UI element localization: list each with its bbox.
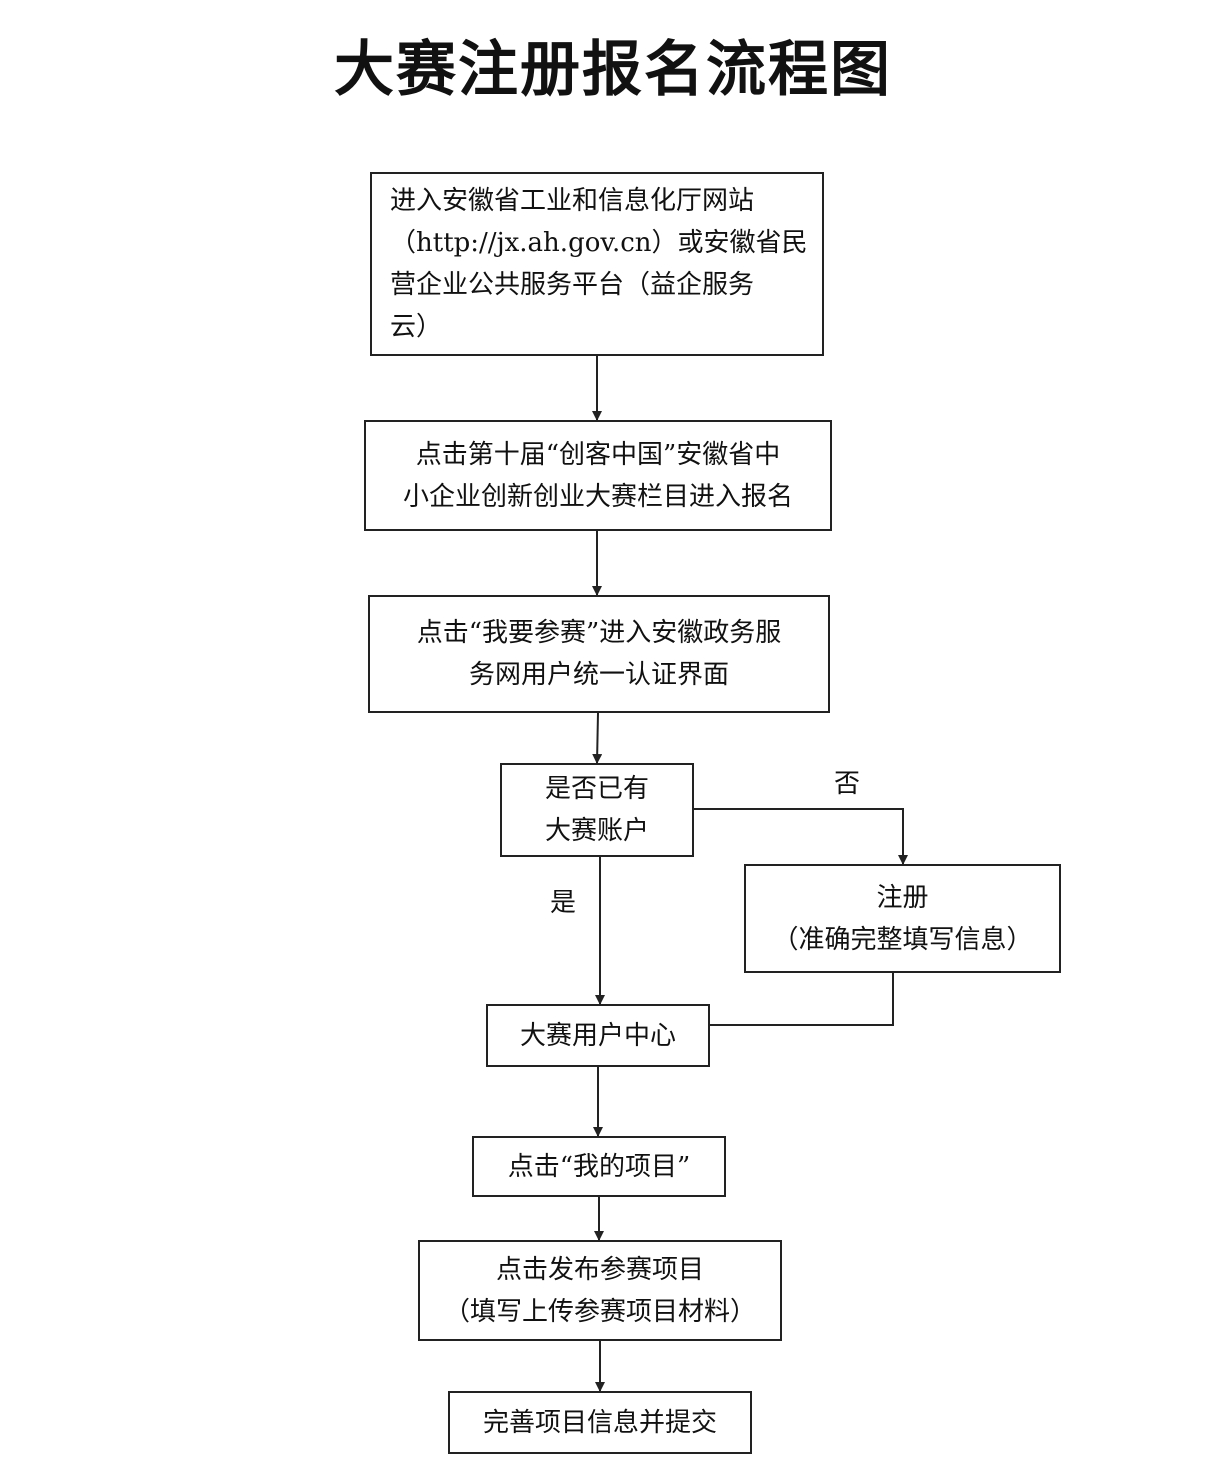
register-box: 注册 （准确完整填写信息） xyxy=(744,864,1061,973)
step2-line-2: 小企业创新创业大赛栏目进入报名 xyxy=(402,481,793,512)
edge-label-yes: 是 xyxy=(550,888,577,918)
step1-line-3: 营企业公共服务平台（益企服务 xyxy=(390,270,755,300)
step1-visit-website: 进入安徽省工业和信息化厅网站 （http://jx.ah.gov.cn）或安徽省… xyxy=(370,172,824,356)
decision-has-account: 是否已有 大赛账户 xyxy=(500,763,694,857)
publish-line-2: （填写上传参赛项目材料） xyxy=(443,1296,756,1327)
arrow-decision-register xyxy=(694,808,908,865)
user-center-label: 大赛用户中心 xyxy=(519,1020,676,1051)
step3-line-1: 点击“我要参赛”进入安徽政务服 xyxy=(416,618,782,648)
arrow-register-user-center xyxy=(700,973,894,1030)
register-line-2: （准确完整填写信息） xyxy=(772,924,1033,955)
user-center-box: 大赛用户中心 xyxy=(486,1004,710,1067)
decision-line-1: 是否已有 xyxy=(544,774,649,804)
publish-line-1: 点击发布参赛项目 xyxy=(495,1254,704,1285)
step1-line-2: （http://jx.ah.gov.cn）或安徽省民 xyxy=(390,228,808,258)
publish-project-box: 点击发布参赛项目 （填写上传参赛项目材料） xyxy=(418,1240,782,1341)
decision-line-2: 大赛账户 xyxy=(544,816,649,846)
step1-line-4: 云） xyxy=(390,312,443,342)
submit-label: 完善项目信息并提交 xyxy=(482,1407,717,1438)
edge-label-no: 否 xyxy=(834,769,861,799)
step1-line-1: 进入安徽省工业和信息化厅网站 xyxy=(390,186,755,216)
step2-line-1: 点击第十届“创客中国”安徽省中 xyxy=(415,439,781,470)
page-title: 大赛注册报名流程图 xyxy=(334,35,892,105)
step3-line-2: 务网用户统一认证界面 xyxy=(468,660,729,690)
my-projects-label: 点击“我的项目” xyxy=(507,1151,691,1182)
my-projects-box: 点击“我的项目” xyxy=(472,1136,726,1197)
submit-box: 完善项目信息并提交 xyxy=(448,1391,752,1454)
register-line-1: 注册 xyxy=(876,882,929,913)
arrow-step3-decision xyxy=(592,712,603,764)
step3-auth-interface: 点击“我要参赛”进入安徽政务服 务网用户统一认证界面 xyxy=(368,595,830,713)
step2-contest-column: 点击第十届“创客中国”安徽省中 小企业创新创业大赛栏目进入报名 xyxy=(364,420,832,531)
